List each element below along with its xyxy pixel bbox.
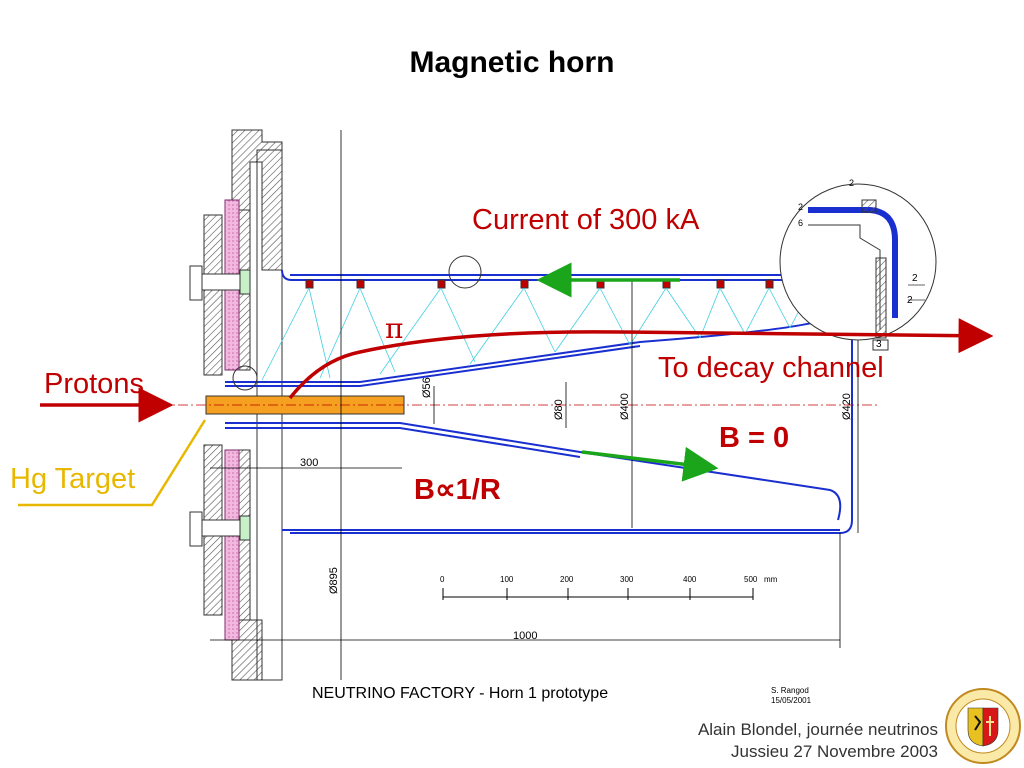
hg-target-pointer — [18, 419, 207, 507]
detail-view — [779, 183, 937, 351]
dim-detail-2c: 2 — [849, 178, 855, 188]
dim-d80: Ø80 — [553, 399, 565, 420]
scale-tick: 500 — [744, 575, 758, 584]
pion-trajectory — [288, 318, 994, 400]
current-label: Current of 300 kA — [472, 204, 700, 236]
dim-d400: Ø400 — [619, 393, 631, 420]
dim-len300: 300 — [300, 457, 319, 469]
support-circle — [232, 365, 258, 391]
scale-tick: 100 — [500, 575, 514, 584]
scale-tick: 300 — [620, 575, 634, 584]
support-circle — [448, 255, 482, 289]
dim-detail-2d: 2 — [798, 202, 804, 212]
drawing-caption: NEUTRINO FACTORY - Horn 1 prototype — [312, 685, 609, 702]
b-zero-label: B = 0 — [719, 422, 790, 454]
dim-detail-6: 6 — [798, 218, 804, 228]
scale-tick: 400 — [683, 575, 697, 584]
pion-label: π — [385, 312, 404, 345]
current-arrow-bottom — [581, 446, 719, 482]
dim-d420: Ø420 — [841, 393, 853, 420]
page-title: Magnetic horn — [409, 46, 615, 79]
hg-target-label: Hg Target — [10, 463, 136, 495]
dim-detail-2a: 2 — [912, 273, 918, 284]
scale-unit: mm — [764, 575, 778, 584]
dim-d56: Ø56 — [421, 377, 433, 398]
dim-d895: Ø895 — [328, 567, 340, 594]
drawing-date: 15/05/2001 — [771, 696, 812, 705]
decay-channel-label: To decay channel — [658, 352, 884, 384]
drawing-author: S. Rangod — [771, 686, 809, 695]
insulator — [224, 199, 240, 641]
dim-detail-3: 3 — [876, 339, 882, 350]
credit-venue: Jussieu 27 Novembre 2003 — [731, 742, 938, 761]
protons-label: Protons — [44, 368, 144, 400]
scale-bar — [442, 588, 754, 600]
dim-detail-2b: 2 — [907, 295, 913, 306]
bolts — [189, 265, 251, 547]
credit-author: Alain Blondel, journée neutrinos — [697, 720, 938, 739]
b-inverse-label: B∝1/R — [414, 474, 501, 506]
scale-tick: 200 — [560, 575, 574, 584]
scale-tick: 0 — [440, 575, 445, 584]
cooling-sprays — [261, 287, 829, 381]
dim-len1000: 1000 — [513, 630, 538, 642]
university-seal-icon — [945, 688, 1021, 764]
